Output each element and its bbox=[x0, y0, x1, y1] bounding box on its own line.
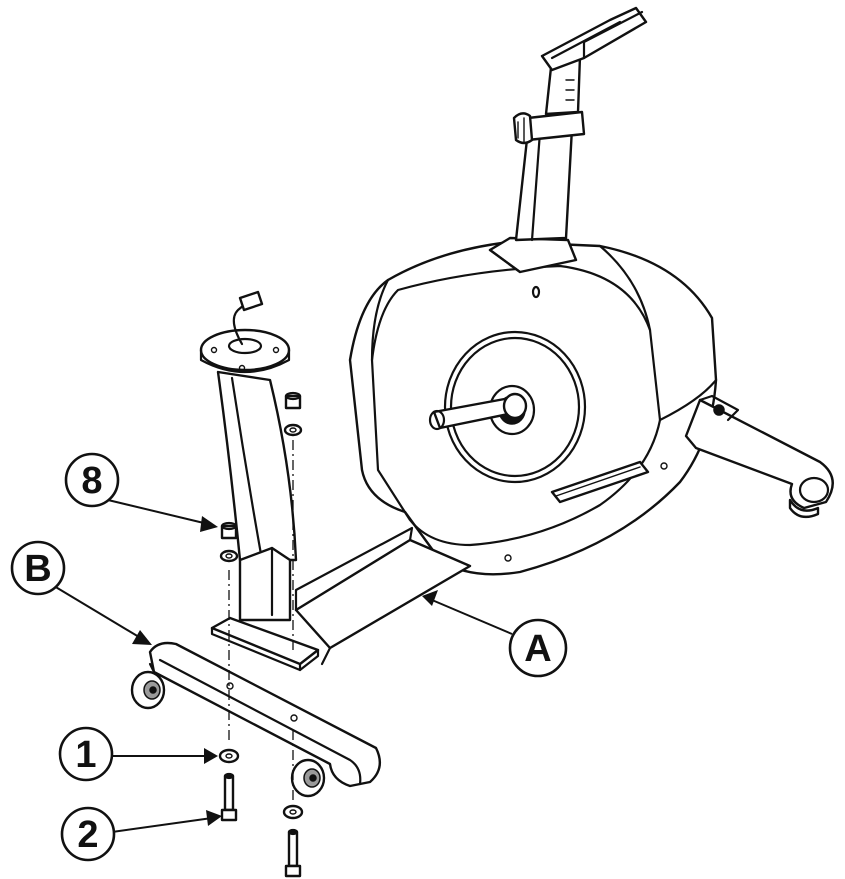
callout-B: B bbox=[10, 540, 152, 645]
callout-8: 8 bbox=[64, 452, 218, 532]
seat-post bbox=[488, 6, 648, 274]
callout-label-B: B bbox=[24, 548, 51, 590]
leader-line-A bbox=[431, 599, 513, 635]
callout-1: 1 bbox=[58, 726, 218, 782]
callout-label-8: 8 bbox=[81, 460, 102, 502]
arrowhead-B bbox=[132, 630, 152, 645]
arrowhead-2 bbox=[206, 810, 222, 826]
main-frame-housing bbox=[348, 240, 718, 576]
arrowhead-1 bbox=[204, 748, 218, 764]
rear-stabilizer bbox=[684, 394, 834, 519]
callout-label-A: A bbox=[524, 628, 551, 670]
leader-line-8 bbox=[107, 499, 209, 525]
leader-line-2 bbox=[111, 817, 213, 833]
front-stabilizer bbox=[130, 641, 382, 798]
callout-label-1: 1 bbox=[75, 734, 96, 776]
arrowhead-A bbox=[422, 590, 438, 606]
main-beam bbox=[294, 526, 472, 666]
front-upright bbox=[199, 290, 320, 672]
leader-line-B bbox=[53, 585, 145, 641]
callout-label-2: 2 bbox=[77, 814, 98, 856]
callout-2: 2 bbox=[60, 806, 222, 862]
fasteners bbox=[218, 391, 304, 878]
arrowhead-8 bbox=[200, 516, 218, 532]
callout-A: A bbox=[422, 590, 568, 678]
